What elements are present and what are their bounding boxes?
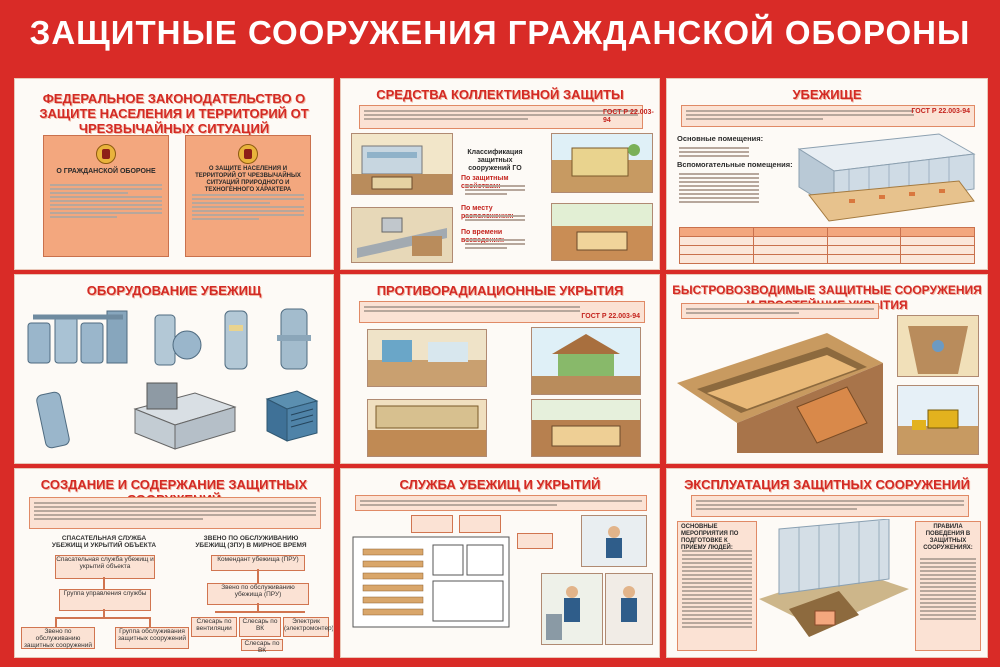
maintenance-intro: [29, 497, 321, 529]
box-service-group: Группа обслуживания защитных сооружений: [115, 627, 189, 649]
emblem-icon: [238, 144, 258, 164]
box-electrician: Электрик (электромонтер): [283, 617, 333, 637]
panel-service: СЛУЖБА УБЕЖИЩ И УКРЫТИЙ: [340, 468, 660, 658]
panel-collective-title: СРЕДСТВА КОЛЛЕКТИВНОЙ ЗАЩИТЫ: [376, 87, 624, 102]
illustration-worker-3: [605, 573, 653, 645]
quick-intro: [681, 303, 879, 319]
box-rescue-service: Спасательная служба убежищ и укрытий объ…: [55, 555, 155, 579]
aux-rooms-label: Вспомогательные помещения:: [677, 160, 793, 169]
illustration-diesel-generator: [133, 382, 237, 450]
illustration-storage-shelter: [367, 399, 487, 457]
box-wk-locksmith-2: Слесарь по ВК: [241, 639, 283, 654]
illustration-basement-shelter: [367, 329, 487, 387]
service-box-2: [459, 515, 501, 533]
illustration-dugout: [531, 399, 641, 457]
illustration-quick-shelter: [551, 203, 653, 261]
poster-title: ЗАЩИТНЫЕ СООРУЖЕНИЯ ГРАЖДАНСКОЙ ОБОРОНЫ: [29, 14, 971, 51]
collective-std: ГОСТ Р 22.003-94: [603, 109, 654, 124]
box-wk-locksmith: Слесарь по ВК: [239, 617, 281, 637]
law2-title: О ЗАЩИТЕ НАСЕЛЕНИЯ И ТЕРРИТОРИЙ ОТ ЧРЕЗВ…: [195, 166, 301, 193]
box-shelter-link: Звено по обслуживанию убежища (ПРУ): [207, 583, 309, 605]
panel-antiradiation-title: ПРОТИВОРАДИАЦИОННЫЕ УКРЫТИЯ: [376, 283, 624, 298]
illustration-building-entrance: [759, 519, 909, 637]
illustration-shelter-plan: [352, 536, 510, 628]
main-rooms-label: Основные помещения:: [677, 134, 764, 143]
law-card-civil-defense: О ГРАЖДАНСКОЙ ОБОРОНЕ: [43, 135, 169, 257]
illustration-regenerative-cartridge: [224, 310, 248, 370]
illustration-hermetic-door: [265, 390, 319, 442]
left-structure-header: СПАСАТЕЛЬНАЯ СЛУЖБА УБЕЖИЩ И УКРЫТИЙ ОБЪ…: [51, 535, 157, 549]
emblem-icon: [96, 144, 116, 164]
illustration-bulldozer: [897, 385, 979, 455]
box-management-group: Группа управления службы: [59, 589, 151, 611]
service-intro: [355, 495, 647, 511]
box-service-link: Звено по обслуживанию защитных сооружени…: [21, 627, 95, 649]
panel-grid: ФЕДЕРАЛЬНОЕ ЗАКОНОДАТЕЛЬСТВО О ЗАЩИТЕ НА…: [14, 78, 988, 658]
operation-left-title: ОСНОВНЫЕ МЕРОПРИЯТИЯ ПО ПОДГОТОВКЕ К ПРИ…: [681, 524, 739, 551]
panel-legislation: ФЕДЕРАЛЬНОЕ ЗАКОНОДАТЕЛЬСТВО О ЗАЩИТЕ НА…: [14, 78, 334, 270]
illustration-worker-1: [581, 515, 647, 567]
antiradiation-intro: ГОСТ Р 22.003-94: [359, 301, 645, 323]
right-structure-header: ЗВЕНО ПО ОБСЛУЖИВАНИЮ УБЕЖИЩ (ЗПУ) В МИР…: [195, 535, 307, 549]
panel-equipment-title: ОБОРУДОВАНИЕ УБЕЖИЩ: [86, 283, 262, 298]
illustration-dug-shelter: [551, 133, 653, 193]
antiradiation-std: ГОСТ Р 22.003-94: [581, 313, 640, 320]
panel-shelter: УБЕЖИЩЕ ГОСТ Р 22.003-94 Основные помеще…: [666, 78, 988, 270]
illustration-trench-digging: [897, 315, 979, 377]
shelter-intro: ГОСТ Р 22.003-94: [681, 105, 975, 127]
illustration-shelter-building: [797, 133, 976, 222]
operation-right-list: ПРАВИЛА ПОВЕДЕНИЯ В ЗАЩИТНЫХ СООРУЖЕНИЯХ…: [915, 521, 981, 651]
panel-antiradiation: ПРОТИВОРАДИАЦИОННЫЕ УКРЫТИЯ ГОСТ Р 22.00…: [340, 274, 660, 464]
shelter-table: [679, 227, 975, 264]
illustration-water-tank: [36, 391, 70, 449]
panel-operation-title: ЭКСПЛУАТАЦИЯ ЗАЩИТНЫХ СООРУЖЕНИЙ: [684, 477, 970, 492]
illustration-filter-column: [277, 308, 311, 370]
illustration-building-shelter: [351, 133, 453, 195]
panel-maintenance: СОЗДАНИЕ И СОДЕРЖАНИЕ ЗАЩИТНЫХ СООРУЖЕНИ…: [14, 468, 334, 658]
shelter-std: ГОСТ Р 22.003-94: [911, 108, 970, 115]
operation-right-title: ПРАВИЛА ПОВЕДЕНИЯ В ЗАЩИТНЫХ СООРУЖЕНИЯХ…: [923, 524, 973, 551]
illustration-filter-unit: [27, 310, 128, 364]
illustration-pipes-tunnel: [351, 207, 453, 263]
operation-left-list: ОСНОВНЫЕ МЕРОПРИЯТИЯ ПО ПОДГОТОВКЕ К ПРИ…: [677, 521, 757, 651]
illustration-ventilator: [154, 314, 202, 366]
panel-collective-protection: СРЕДСТВА КОЛЛЕКТИВНОЙ ЗАЩИТЫ Классификац…: [340, 78, 660, 270]
panel-shelter-title: УБЕЖИЩЕ: [792, 87, 862, 102]
law-card-emergency: О ЗАЩИТЕ НАСЕЛЕНИЯ И ТЕРРИТОРИЙ ОТ ЧРЕЗВ…: [185, 135, 311, 257]
panel-service-title: СЛУЖБА УБЕЖИЩ И УКРЫТИЙ: [399, 477, 601, 492]
panel-equipment: ОБОРУДОВАНИЕ УБЕЖИЩ: [14, 274, 334, 464]
service-box-3: [517, 533, 553, 549]
panel-operation: ЭКСПЛУАТАЦИЯ ЗАЩИТНЫХ СООРУЖЕНИЙ ОСНОВНЫ…: [666, 468, 988, 658]
illustration-house-cellar: [531, 327, 641, 395]
panel-quick-structures: БЫСТРОВОЗВОДИМЫЕ ЗАЩИТНЫЕ СООРУЖЕНИЯ И П…: [666, 274, 988, 464]
service-box-1: [411, 515, 453, 533]
classification-title: Классификация защитных сооружений ГО: [467, 149, 523, 172]
collective-intro: [359, 105, 643, 129]
operation-intro: [691, 495, 969, 517]
box-vent-locksmith: Слесарь по вентиляции: [191, 617, 237, 637]
illustration-trench-shelter: [677, 333, 883, 453]
panel-legislation-title: ФЕДЕРАЛЬНОЕ ЗАКОНОДАТЕЛЬСТВО О ЗАЩИТЕ НА…: [39, 91, 309, 136]
illustration-worker-2: [541, 573, 603, 645]
law1-title: О ГРАЖДАНСКОЙ ОБОРОНЕ: [56, 168, 156, 175]
